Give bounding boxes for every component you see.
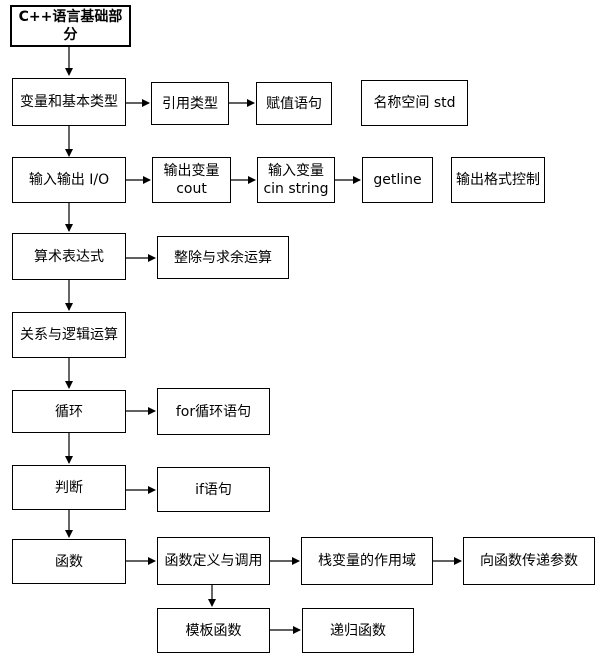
node-logic: 关系与逻辑运算 (12, 312, 126, 358)
node-loop: 循环 (12, 390, 126, 433)
node-recursion: 递归函数 (302, 608, 414, 653)
node-cout: 输出变量 cout (152, 157, 231, 203)
node-getline: getline (362, 157, 433, 203)
node-template: 模板函数 (157, 608, 270, 653)
node-judge: 判断 (12, 465, 126, 510)
node-divmod: 整除与求余运算 (157, 236, 289, 279)
node-funcdef: 函数定义与调用 (157, 537, 270, 585)
node-arith: 算术表达式 (12, 233, 126, 280)
node-func: 函数 (12, 539, 126, 584)
node-for: for循环语句 (157, 388, 270, 435)
node-ref: 引用类型 (151, 82, 229, 125)
title-node: C++语言基础部分 (10, 5, 131, 47)
node-assign: 赋值语句 (256, 82, 332, 125)
node-format: 输出格式控制 (451, 157, 545, 203)
node-if: if语句 (157, 467, 270, 512)
node-cin: 输入变量 cin string (257, 157, 335, 203)
node-scope: 栈变量的作用域 (301, 537, 433, 585)
node-param: 向函数传递参数 (463, 537, 595, 585)
node-io: 输入输出 I/O (12, 157, 126, 203)
node-namespace: 名称空间 std (361, 80, 468, 126)
node-vars: 变量和基本类型 (12, 78, 126, 126)
